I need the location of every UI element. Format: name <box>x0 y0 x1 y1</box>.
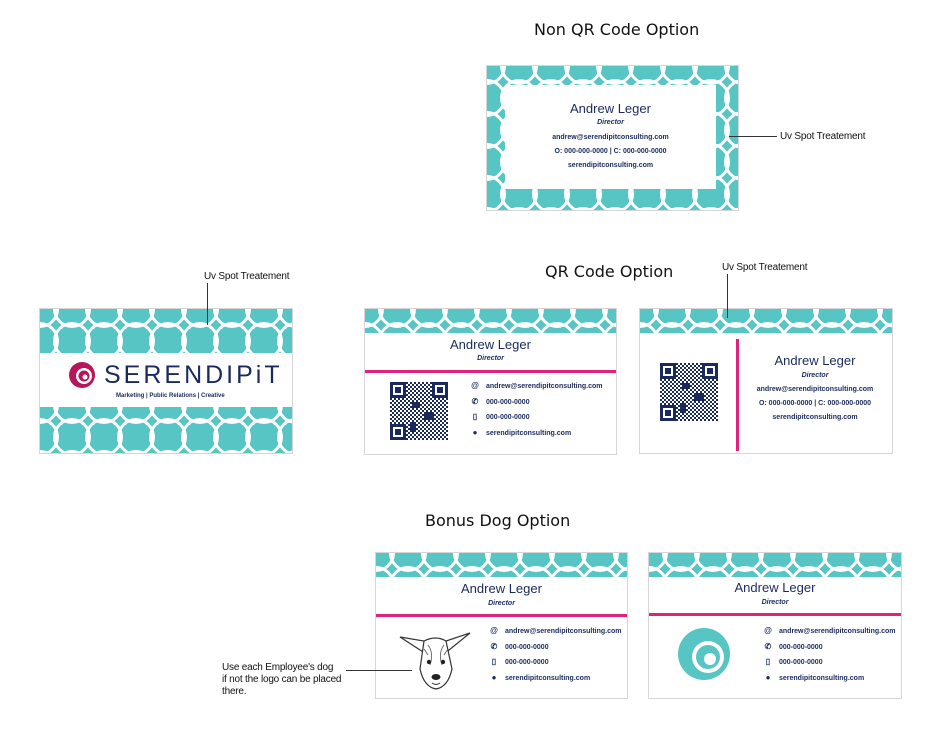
heading-qr-option: QR Code Option <box>545 262 674 281</box>
pink-divider <box>376 614 627 617</box>
contact-email: andrew@serendipitconsulting.com <box>486 383 603 390</box>
dog-note-line: Use each Employee's dog <box>222 662 334 673</box>
contact-website-row: ● serendipitconsulting.com <box>489 673 591 682</box>
person-name: Andrew Leger <box>450 337 531 352</box>
card-qr-vertical: Andrew Leger Director andrew@serendipitc… <box>639 308 893 454</box>
person-website: serendipitconsulting.com <box>772 414 858 421</box>
contact-mobile-row: ▯ 000-000-0000 <box>763 657 823 666</box>
contact-mobile: 000-000-0000 <box>486 414 530 421</box>
heading-bonus-dog-option: Bonus Dog Option <box>425 511 571 530</box>
dog-note: Use each Employee's dog if not the logo … <box>222 662 341 698</box>
contact-website: serendipitconsulting.com <box>486 430 572 437</box>
contact-phone: 000-000-0000 <box>486 399 530 406</box>
person-email: andrew@serendipitconsulting.com <box>756 386 874 393</box>
person-name: Andrew Leger <box>734 580 816 595</box>
contact-email: andrew@serendipitconsulting.com <box>779 628 896 635</box>
person-name: Andrew Leger <box>570 101 651 116</box>
person-title: Director <box>488 600 515 607</box>
phone-icon: ✆ <box>471 397 479 406</box>
contact-phone-row: ✆ 000-000-0000 <box>763 642 823 651</box>
contact-website-row: ● serendipitconsulting.com <box>763 673 865 682</box>
mobile-icon: ▯ <box>765 657 771 666</box>
globe-icon: ● <box>491 673 497 682</box>
globe-icon: ● <box>765 673 771 682</box>
mobile-icon: ▯ <box>472 412 478 421</box>
person-phones: O: 000-000-0000 | C: 000-000-0000 <box>758 400 872 407</box>
contact-block: Andrew Leger Director andrew@serendipitc… <box>740 309 890 453</box>
person-title: Director <box>477 355 504 362</box>
serendipit-logo-icon <box>69 362 95 388</box>
pink-divider <box>649 613 901 616</box>
heading-non-qr-option: Non QR Code Option <box>534 20 700 39</box>
contact-mobile-row: ▯ 000-000-0000 <box>489 657 549 666</box>
card-logo-back: SERENDIPiT Marketing | Public Relations … <box>39 308 293 454</box>
person-name: Andrew Leger <box>461 581 542 596</box>
email-icon: @ <box>490 626 498 635</box>
callout-line <box>727 274 728 318</box>
pink-divider <box>365 370 616 373</box>
globe-icon: ● <box>472 428 478 437</box>
qr-code <box>660 363 718 421</box>
person-website: serendipitconsulting.com <box>567 162 654 169</box>
contact-mobile: 000-000-0000 <box>505 659 549 666</box>
person-title: Director <box>761 599 789 606</box>
serendipit-teal-logo-icon <box>678 628 730 680</box>
callout-line <box>729 136 777 137</box>
card-logo-icon: Andrew Leger Director @ andrew@serendipit… <box>648 552 902 699</box>
contact-website: serendipitconsulting.com <box>505 675 591 682</box>
contact-website: serendipitconsulting.com <box>779 675 865 682</box>
callout-line <box>346 670 412 671</box>
contact-mobile-row: ▯ 000-000-0000 <box>470 412 530 421</box>
person-email: andrew@serendipitconsulting.com <box>552 134 669 141</box>
brand-tagline: Marketing | Public Relations | Creative <box>116 393 225 399</box>
person-name: Andrew Leger <box>774 353 856 368</box>
card-dog: Andrew Leger Director @ andrew@serendipit… <box>375 552 628 699</box>
email-icon: @ <box>764 626 772 635</box>
contact-email-row: @ andrew@serendipitconsulting.com <box>489 626 622 635</box>
contact-phone-row: ✆ 000-000-0000 <box>489 642 549 651</box>
card-non-qr: Andrew Leger Director andrew@serendipitc… <box>486 65 739 211</box>
contact-phone-row: ✆ 000-000-0000 <box>470 397 530 406</box>
uv-spot-note: Uv Spot Treatement <box>204 271 290 282</box>
contact-email-row: @ andrew@serendipitconsulting.com <box>763 626 896 635</box>
teal-pattern-strip <box>376 553 627 577</box>
dog-note-line: if not the logo can be placed <box>222 674 342 685</box>
phone-icon: ✆ <box>764 642 772 651</box>
uv-spot-note: Uv Spot Treatement <box>780 131 866 142</box>
pink-divider-vertical <box>736 339 739 451</box>
contact-phone: 000-000-0000 <box>505 644 549 651</box>
card-qr-horizontal: Andrew Leger Director @ andrew@serendipit… <box>364 308 617 455</box>
mobile-icon: ▯ <box>491 657 497 666</box>
email-icon: @ <box>471 381 479 390</box>
callout-line <box>207 283 208 325</box>
brand-wordmark: SERENDIPiT <box>104 361 283 389</box>
contact-phone: 000-000-0000 <box>779 644 823 651</box>
qr-code <box>390 382 448 440</box>
phone-icon: ✆ <box>490 642 498 651</box>
contact-mobile: 000-000-0000 <box>779 659 823 666</box>
person-phones: O: 000-000-0000 | C: 000-000-0000 <box>554 148 667 155</box>
teal-pattern-strip <box>640 309 892 333</box>
contact-website-row: ● serendipitconsulting.com <box>470 428 572 437</box>
contact-email-row: @ andrew@serendipitconsulting.com <box>470 381 603 390</box>
dog-illustration-icon <box>399 632 471 690</box>
dog-note-line: there. <box>222 686 247 697</box>
teal-pattern-strip <box>649 553 901 577</box>
teal-pattern-strip <box>365 309 616 333</box>
uv-spot-note: Uv Spot Treatement <box>722 262 808 273</box>
person-title: Director <box>597 119 624 126</box>
card-center-panel: Andrew Leger Director andrew@serendipitc… <box>505 85 716 189</box>
person-title: Director <box>801 372 829 379</box>
contact-email: andrew@serendipitconsulting.com <box>505 628 622 635</box>
